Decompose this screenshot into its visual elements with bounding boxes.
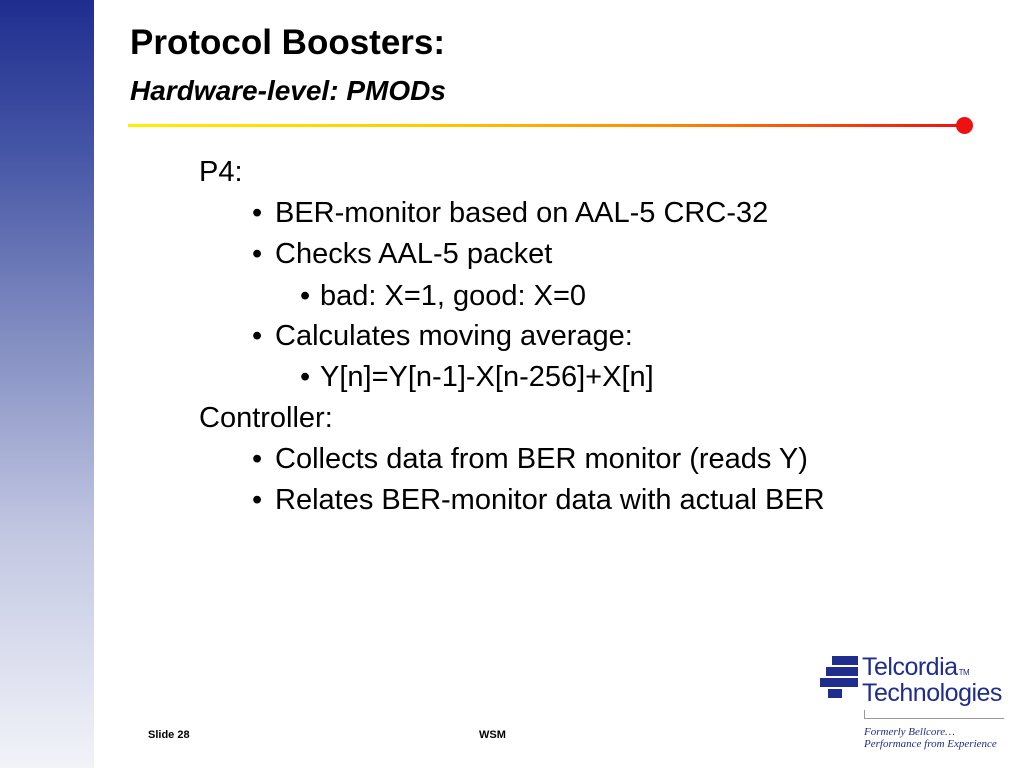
bullet-glyph: •: [252, 320, 263, 352]
telcordia-logo: TelcordiaTM Technologies Formerly Bellco…: [820, 650, 1010, 755]
bullet-text: Y[n]=Y[n-1]-X[n-256]+X[n]: [320, 361, 654, 393]
bullet-text: BER-monitor based on AAL-5 CRC-32: [275, 197, 769, 229]
bullet-text: bad: X=1, good: X=0: [320, 280, 587, 312]
bullet-text: Collects data from BER monitor (reads Y): [275, 443, 808, 475]
bullet-text: Calculates moving average:: [275, 320, 633, 352]
p4-bullet-1: • BER-monitor based on AAL-5 CRC-32: [252, 195, 768, 231]
controller-bullet-1: • Collects data from BER monitor (reads Y…: [252, 441, 808, 477]
bullet-text: Relates BER-monitor data with actual BER: [275, 484, 825, 516]
p4-bullet-2: • Checks AAL-5 packet: [252, 236, 552, 272]
logo-name-line2: Technologies: [862, 679, 1002, 707]
bullet-glyph: •: [252, 484, 263, 516]
p4-subbullet-2: • Y[n]=Y[n-1]-X[n-256]+X[n]: [300, 359, 654, 395]
bullet-glyph: •: [300, 280, 311, 312]
telcordia-mark-icon: [820, 656, 858, 698]
bullet-glyph: •: [252, 238, 263, 270]
bullet-glyph: •: [252, 197, 263, 229]
slide-subtitle: Hardware-level: PMODs: [130, 75, 446, 106]
underline-end-dot: [956, 117, 973, 134]
p4-subbullet-1: • bad: X=1, good: X=0: [300, 278, 586, 314]
logo-tagline-1: Formerly Bellcore…: [864, 726, 955, 738]
sidebar-gradient: [0, 0, 94, 768]
bullet-glyph: •: [300, 361, 311, 393]
controller-heading: Controller:: [199, 402, 333, 434]
logo-divider-tick: [864, 710, 865, 719]
p4-heading: P4:: [199, 156, 243, 188]
bullet-glyph: •: [252, 443, 263, 475]
p4-bullet-3: • Calculates moving average:: [252, 318, 633, 354]
logo-tagline-2: Performance from Experience: [864, 738, 997, 750]
bullet-text: Checks AAL-5 packet: [275, 238, 553, 270]
title-underline: [128, 124, 962, 127]
slide-title: Protocol Boosters:: [130, 23, 446, 62]
logo-name-line1: TelcordiaTM: [862, 653, 970, 681]
slide-number: Slide 28: [148, 729, 190, 741]
controller-bullet-2: • Relates BER-monitor data with actual BE…: [252, 482, 825, 518]
trademark-symbol: TM: [958, 668, 970, 677]
logo-divider: [864, 718, 1004, 719]
footer-center-label: WSM: [479, 729, 506, 741]
